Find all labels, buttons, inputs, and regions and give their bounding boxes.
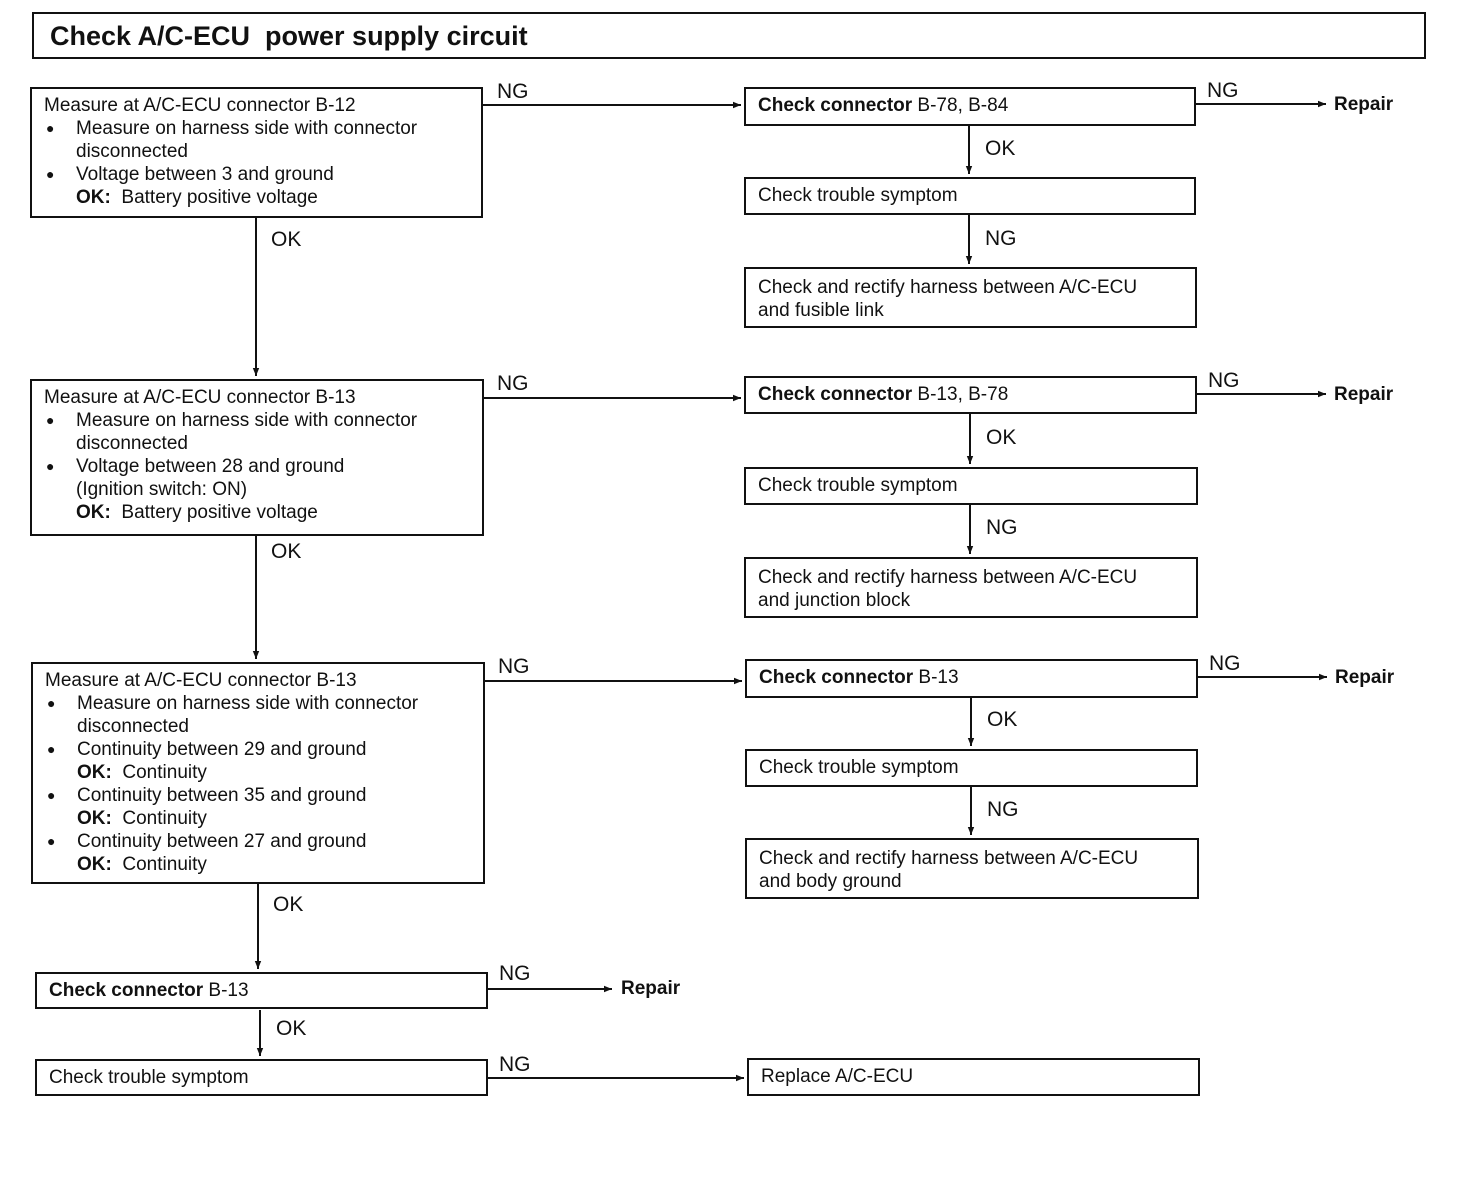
step2-bullet-2: Voltage between 28 and ground <box>44 455 470 478</box>
branch3-connector-rest: B-13 <box>913 667 959 688</box>
label-ng-branch1-down: NG <box>985 227 1017 250</box>
step2-ok-label: OK: <box>76 502 111 523</box>
label-ng-step1: NG <box>497 80 529 103</box>
repair-branch2: Repair <box>1334 384 1394 405</box>
branch1-symptom: Check trouble symptom <box>758 185 958 206</box>
branch3-rectify-box: Check and rectify harness between A/C-EC… <box>745 838 1199 899</box>
step4-bold: Check connector <box>49 980 204 1001</box>
step2-bullet-1: Measure on harness side with connector <box>44 409 470 432</box>
label-ng-step4: NG <box>499 962 531 985</box>
repair-branch1: Repair <box>1334 94 1394 115</box>
step1-box: Measure at A/C-ECU connector B-12 Measur… <box>30 87 483 218</box>
diagram-title: Check A/C-ECU power supply circuit <box>50 21 528 51</box>
label-ok-branch2: OK <box>986 426 1017 449</box>
branch3-rectify-line-2: and body ground <box>759 871 902 892</box>
step3-box: Measure at A/C-ECU connector B-13 Measur… <box>31 662 485 884</box>
branch2-connector-box: Check connector B-13, B-78 <box>744 376 1197 414</box>
branch3-symptom: Check trouble symptom <box>759 757 959 778</box>
diagram-title-box: Check A/C-ECU power supply circuit <box>32 12 1426 59</box>
step1-bullet-1-cont: disconnected <box>76 141 188 162</box>
branch3-symptom-box: Check trouble symptom <box>745 749 1198 787</box>
branch2-rectify-line-1: Check and rectify harness between A/C-EC… <box>758 567 1138 588</box>
branch1-symptom-box: Check trouble symptom <box>744 177 1196 215</box>
label-ok-step3: OK <box>273 893 304 916</box>
step1-ok-line: OK: Battery positive voltage <box>44 186 469 209</box>
label-ng-step3: NG <box>498 655 530 678</box>
step3-ok-value-1: Continuity <box>122 762 207 783</box>
step3-bullet-3: Continuity between 35 and ground <box>45 784 471 807</box>
branch2-connector-rest: B-13, B-78 <box>912 384 1009 405</box>
branch2-connector-bold: Check connector <box>758 384 913 405</box>
step2-box: Measure at A/C-ECU connector B-13 Measur… <box>30 379 484 536</box>
branch1-connector-bold: Check connector <box>758 95 913 116</box>
step3-ok-label-3: OK: <box>77 854 112 875</box>
label-ng-step5: NG <box>499 1053 531 1076</box>
branch1-connector-rest: B-78, B-84 <box>912 95 1009 116</box>
step3-ok-value-3: Continuity <box>122 854 207 875</box>
label-ng-branch2-down: NG <box>986 516 1018 539</box>
branch2-symptom-box: Check trouble symptom <box>744 467 1198 505</box>
step3-bullet-4: Continuity between 27 and ground <box>45 830 471 853</box>
step4-box: Check connector B-13 <box>35 972 488 1009</box>
step1-bullet-1: Measure on harness side with connector <box>44 117 469 140</box>
step1-ok-label: OK: <box>76 187 111 208</box>
step3-bullet-1: Measure on harness side with connector <box>45 692 471 715</box>
step1-ok-value: Battery positive voltage <box>121 187 318 208</box>
step2-bullet-2-cond: (Ignition switch: ON) <box>76 479 248 500</box>
replace-box: Replace A/C-ECU <box>747 1058 1200 1096</box>
step3-ok-value-2: Continuity <box>122 808 207 829</box>
label-ng-step2: NG <box>497 372 529 395</box>
step5-box: Check trouble symptom <box>35 1059 488 1096</box>
step3-ok-line-1: OK: Continuity <box>45 761 471 784</box>
step2-bullet-1-cont: disconnected <box>76 433 188 454</box>
step1-heading: Measure at A/C-ECU connector B-12 <box>44 95 356 116</box>
branch1-rectify-line-2: and fusible link <box>758 300 884 321</box>
step5-text: Check trouble symptom <box>49 1067 249 1088</box>
branch2-symptom: Check trouble symptom <box>758 475 958 496</box>
branch3-connector-bold: Check connector <box>759 667 914 688</box>
step3-heading: Measure at A/C-ECU connector B-13 <box>45 670 357 691</box>
branch3-connector-box: Check connector B-13 <box>745 659 1198 698</box>
branch1-rectify-box: Check and rectify harness between A/C-EC… <box>744 267 1197 328</box>
label-ng-branch3-down: NG <box>987 798 1019 821</box>
label-ok-branch3: OK <box>987 708 1018 731</box>
label-ok-step1: OK <box>271 228 302 251</box>
label-ok-branch1: OK <box>985 137 1016 160</box>
repair-step4: Repair <box>621 978 681 999</box>
step2-heading: Measure at A/C-ECU connector B-13 <box>44 387 356 408</box>
label-ok-step4: OK <box>276 1017 307 1040</box>
branch1-rectify-line-1: Check and rectify harness between A/C-EC… <box>758 277 1138 298</box>
step3-ok-label-2: OK: <box>77 808 112 829</box>
branch2-rectify-line-2: and junction block <box>758 590 911 611</box>
branch3-rectify-line-1: Check and rectify harness between A/C-EC… <box>759 848 1139 869</box>
step3-bullet-2: Continuity between 29 and ground <box>45 738 471 761</box>
replace-text: Replace A/C-ECU <box>761 1066 914 1087</box>
step2-ok-line: OK: Battery positive voltage <box>44 501 470 524</box>
step3-ok-line-2: OK: Continuity <box>45 807 471 830</box>
label-ok-step2: OK <box>271 540 302 563</box>
repair-branch3: Repair <box>1335 667 1395 688</box>
branch1-connector-box: Check connector B-78, B-84 <box>744 87 1196 126</box>
step1-bullet-2: Voltage between 3 and ground <box>44 163 469 186</box>
label-ng-branch1: NG <box>1207 79 1239 102</box>
label-ng-branch2: NG <box>1208 369 1240 392</box>
label-ng-branch3: NG <box>1209 652 1241 675</box>
branch2-rectify-box: Check and rectify harness between A/C-EC… <box>744 557 1198 618</box>
step3-ok-line-3: OK: Continuity <box>45 853 471 876</box>
step2-ok-value: Battery positive voltage <box>121 502 318 523</box>
step3-bullet-1-cont: disconnected <box>77 716 189 737</box>
step4-rest: B-13 <box>203 980 249 1001</box>
step3-ok-label-1: OK: <box>77 762 112 783</box>
